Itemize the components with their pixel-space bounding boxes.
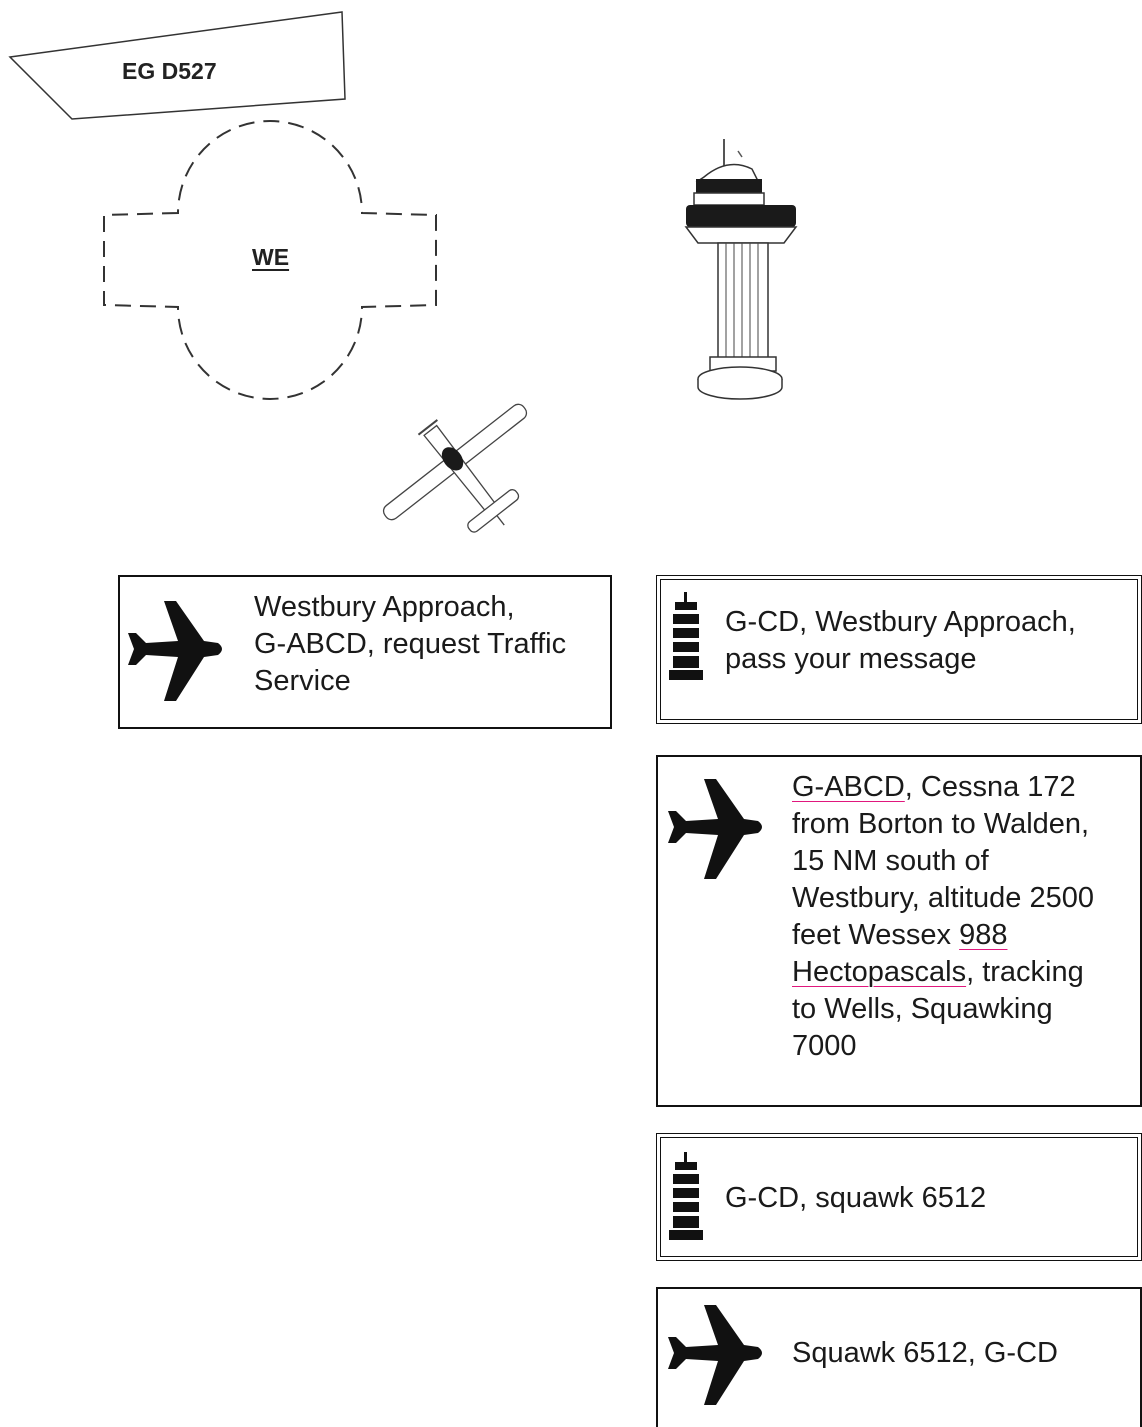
pilot-request-text: Westbury Approach, G-ABCD, request Traff… — [254, 589, 566, 700]
aircraft-silhouette-icon — [128, 601, 222, 701]
pilot-position-report-box: G-ABCD, Cessna 172 from Borton to Walden… — [656, 755, 1142, 1107]
message-line: Westbury, altitude 2500 — [792, 882, 1094, 914]
control-tower-icon — [669, 592, 703, 680]
atc-reply-text: G-CD, Westbury Approach, pass your messa… — [725, 604, 1076, 678]
callsign-underlined: G-ABCD — [792, 771, 905, 803]
pressure-unit-underlined: Hectopascals — [792, 956, 967, 988]
message-line: Westbury Approach, — [254, 591, 515, 623]
message-line: 15 NM south of — [792, 845, 989, 877]
message-line: Squawk 6512, G-CD — [792, 1337, 1058, 1369]
pressure-value-underlined: 988 — [959, 919, 1008, 951]
message-fragment: feet Wessex — [792, 919, 960, 951]
message-line: to Wells, Squawking — [792, 993, 1053, 1025]
pilot-request-message-box: Westbury Approach, G-ABCD, request Traff… — [118, 575, 612, 729]
light-aircraft-illustration — [382, 403, 528, 533]
message-line: 7000 — [792, 1030, 857, 1062]
aerodrome-label: WE — [252, 244, 290, 270]
danger-area-shape — [8, 11, 346, 120]
message-line: from Borton to Walden, — [792, 808, 1090, 840]
message-line: G-ABCD, request Traffic — [254, 628, 567, 660]
message-line: feet Wessex 988 — [792, 917, 1094, 954]
pilot-readback-message-box: Squawk 6512, G-CD — [656, 1287, 1142, 1427]
message-line: G-CD, squawk 6512 — [725, 1182, 987, 1214]
message-fragment: , tracking — [966, 956, 1084, 988]
atc-squawk-text: G-CD, squawk 6512 — [725, 1180, 986, 1217]
pilot-position-report-text: G-ABCD, Cessna 172 from Borton to Walden… — [792, 769, 1094, 1065]
message-fragment: , Cessna 172 — [904, 771, 1076, 803]
message-line: pass your message — [725, 643, 977, 675]
aerodrome-zone-shape — [103, 120, 437, 400]
message-line: G-ABCD, Cessna 172 — [792, 769, 1094, 806]
control-tower-icon — [669, 1152, 703, 1240]
aircraft-silhouette-icon — [668, 1305, 762, 1405]
atc-reply-message-box: G-CD, Westbury Approach, pass your messa… — [656, 575, 1142, 724]
danger-area-label: EG D527 — [122, 58, 217, 84]
message-line: G-CD, Westbury Approach, — [725, 606, 1076, 638]
aircraft-silhouette-icon — [668, 779, 762, 879]
message-line: Service — [254, 665, 351, 697]
atc-squawk-message-box: G-CD, squawk 6512 — [656, 1133, 1142, 1261]
pilot-readback-text: Squawk 6512, G-CD — [792, 1335, 1058, 1372]
control-tower-illustration — [684, 139, 798, 400]
message-line: Hectopascals, tracking — [792, 954, 1094, 991]
